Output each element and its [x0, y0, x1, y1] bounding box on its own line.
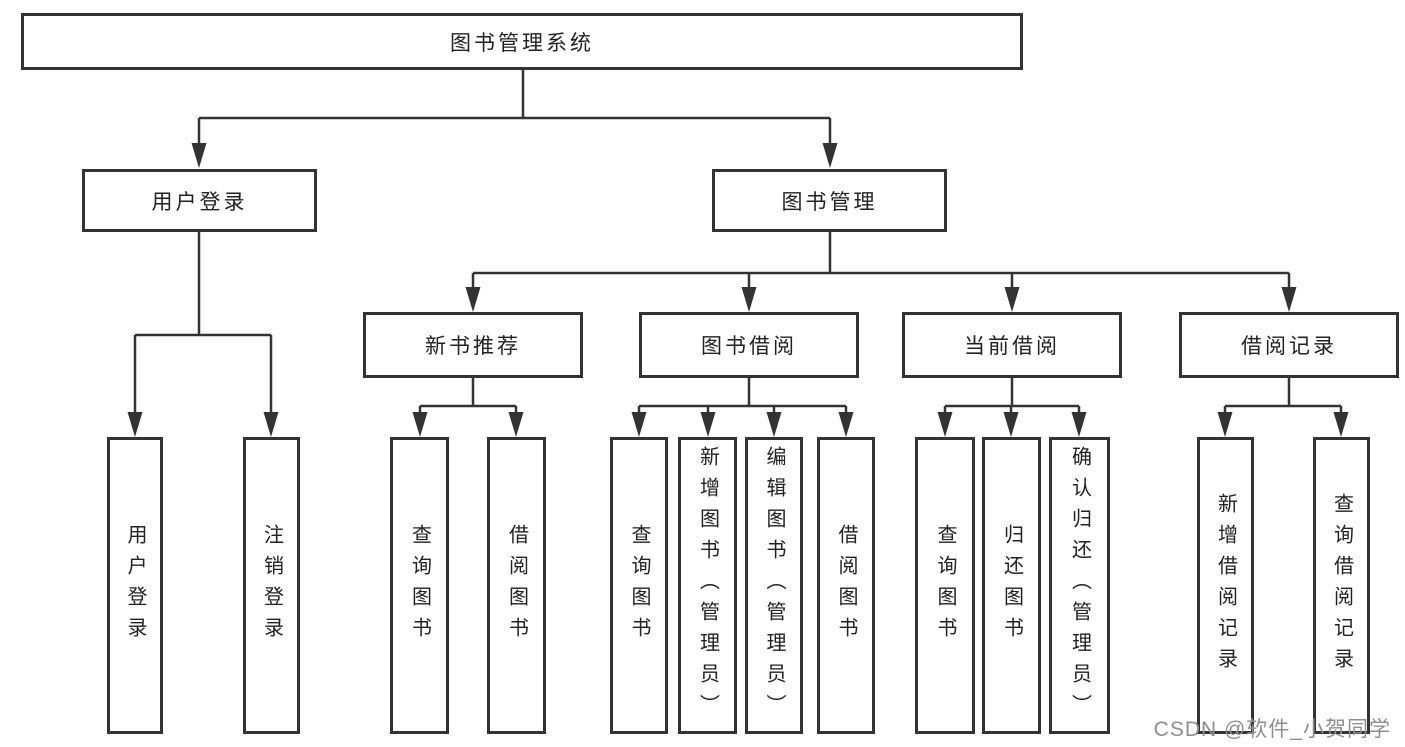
leaf-add-borrow-record: 新增借阅记录: [1197, 437, 1254, 734]
node-book-borrowing: 图书借阅: [639, 312, 859, 378]
node-library-system-root: 图书管理系统: [21, 13, 1023, 70]
leaf-query-books-recommend: 查询图书: [390, 437, 449, 734]
leaf-label: 借阅图书: [835, 523, 857, 648]
leaf-logout-login: 注销登录: [243, 437, 300, 734]
leaf-label: 查询图书: [934, 523, 956, 648]
leaf-borrow-books-recommend: 借阅图书: [487, 437, 546, 734]
leaf-label: 借阅图书: [505, 523, 528, 648]
leaf-label: 编辑图书（管理员）: [763, 446, 785, 725]
node-borrowing-records: 借阅记录: [1179, 312, 1399, 378]
leaf-query-borrow-record: 查询借阅记录: [1313, 437, 1370, 734]
leaf-add-book-admin: 新增图书（管理员）: [678, 437, 737, 734]
leaf-borrow-books: 借阅图书: [817, 437, 875, 734]
leaf-label: 新增借阅记录: [1214, 492, 1237, 679]
leaf-query-books-current: 查询图书: [915, 437, 975, 734]
leaf-label: 用户登录: [124, 523, 146, 648]
leaf-label: 新增图书（管理员）: [696, 446, 719, 725]
leaf-label: 注销登录: [260, 523, 283, 648]
leaf-edit-book-admin: 编辑图书（管理员）: [745, 437, 803, 734]
leaf-label: 查询借阅记录: [1330, 492, 1353, 679]
leaf-return-books: 归还图书: [982, 437, 1041, 734]
leaf-user-login: 用户登录: [107, 437, 163, 734]
leaf-query-books-borrowing: 查询图书: [610, 437, 668, 734]
leaf-confirm-return-admin: 确认归还（管理员）: [1049, 437, 1110, 734]
leaf-label: 归还图书: [1000, 523, 1023, 648]
node-user-login: 用户登录: [82, 169, 317, 232]
leaf-label: 确认归还（管理员）: [1068, 446, 1091, 725]
node-book-management: 图书管理: [712, 169, 947, 232]
leaf-label: 查询图书: [408, 523, 431, 648]
node-current-borrowing: 当前借阅: [902, 312, 1122, 378]
csdn-watermark: CSDN @软件_小贺同学: [1153, 718, 1391, 741]
leaf-label: 查询图书: [628, 523, 650, 648]
node-new-book-recommendation: 新书推荐: [363, 312, 583, 378]
